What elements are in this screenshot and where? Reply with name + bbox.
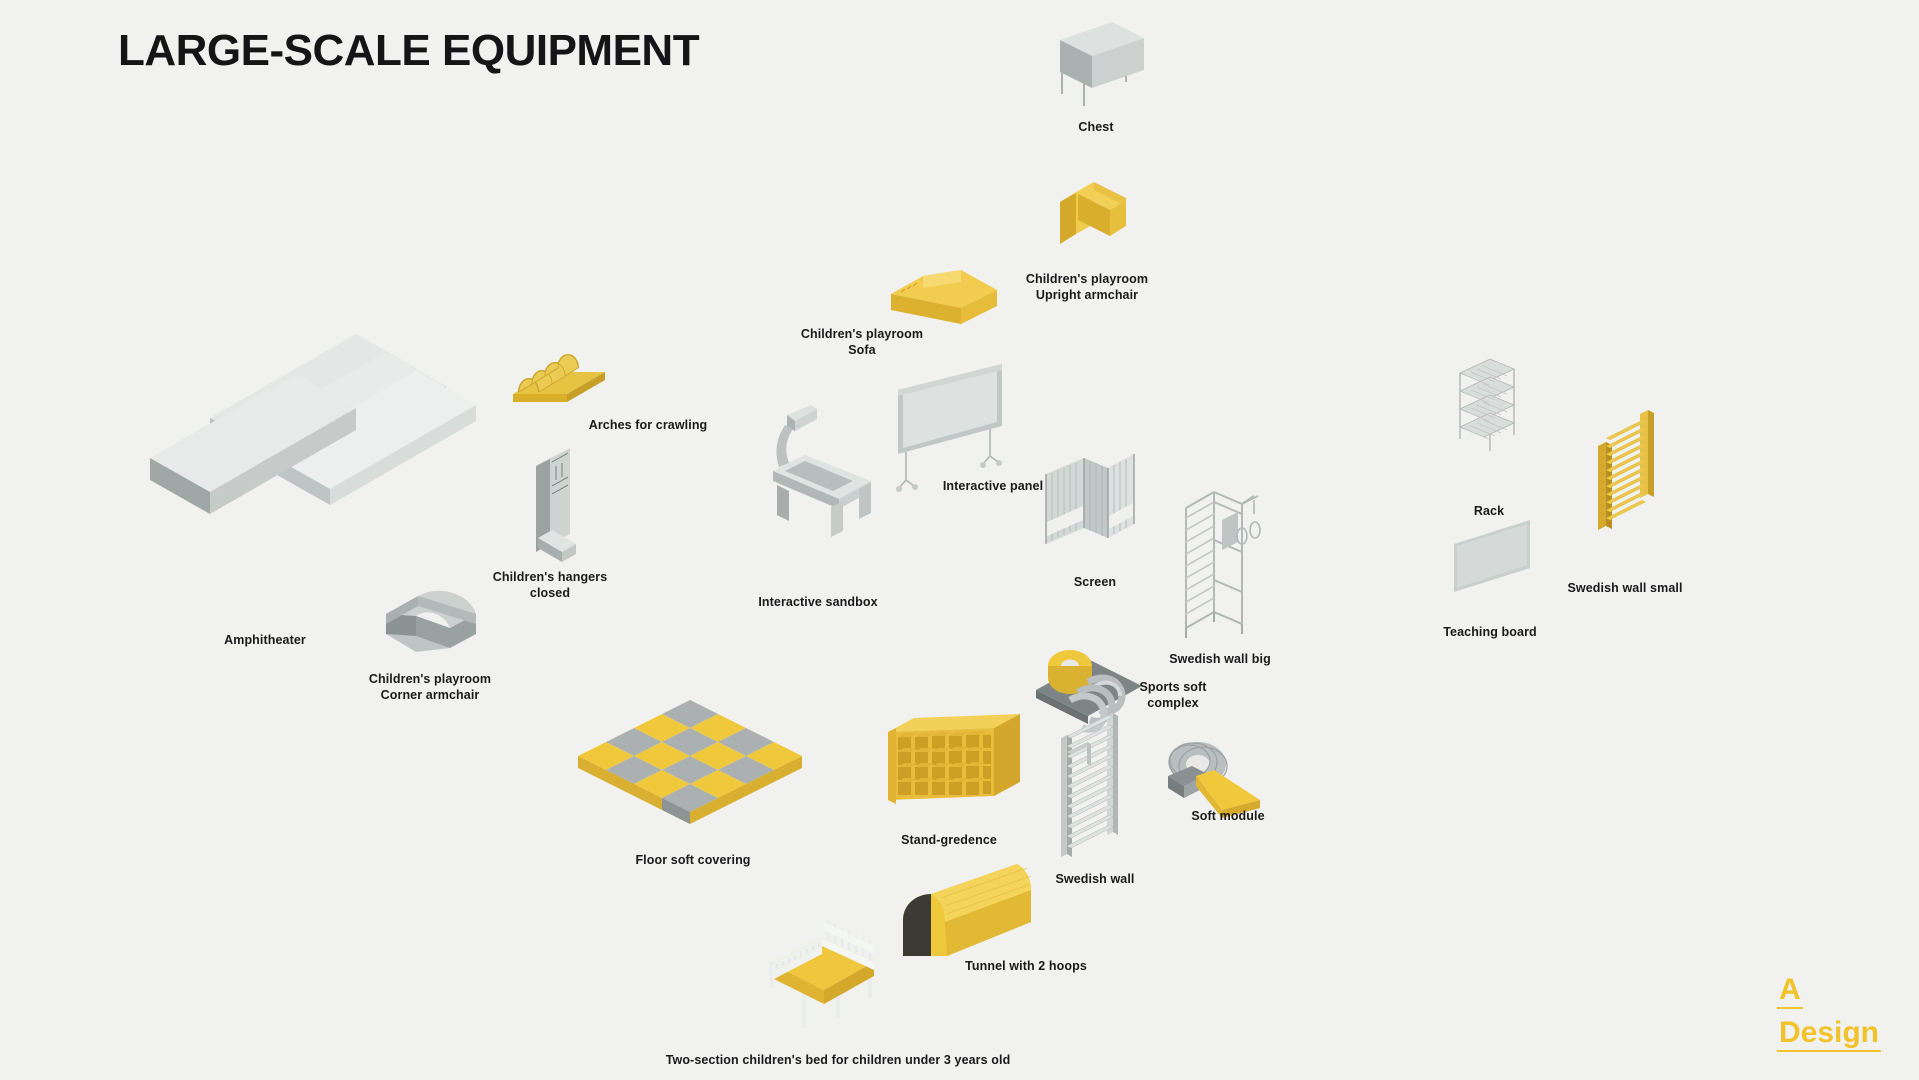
item-teaching-board[interactable] [1450, 518, 1540, 598]
caption-childrens-bed: Two-section children's bed for children … [665, 1053, 1011, 1067]
caption-swedish-wall-small: Swedish wall small [1567, 581, 1683, 595]
caption-arches: Arches for crawling [588, 418, 708, 432]
item-rack[interactable] [1452, 355, 1522, 465]
item-interactive-sandbox[interactable] [755, 405, 885, 537]
item-upright-armchair[interactable] [1050, 172, 1140, 252]
caption-screen: Screen [1073, 575, 1117, 589]
item-floor-soft-covering[interactable] [578, 696, 808, 824]
caption-floor-soft-covering: Floor soft covering [635, 853, 751, 867]
logo-line-design: Design [1776, 1018, 1881, 1052]
item-swedish-wall[interactable] [1055, 713, 1135, 874]
item-arches[interactable] [505, 348, 615, 418]
item-amphitheater[interactable] [148, 300, 508, 514]
item-stand-gredence[interactable] [884, 700, 1024, 820]
caption-upright-armchair: Children's playroom Upright armchair [1025, 272, 1149, 302]
caption-hangers: Children's hangers closed [492, 570, 608, 600]
logo-line-a: A [1776, 975, 1803, 1009]
brand-logo[interactable]: A Design [1776, 975, 1881, 1052]
item-childrens-bed[interactable] [762, 920, 887, 1040]
item-corner-armchair[interactable] [378, 572, 488, 662]
item-swedish-wall-big[interactable] [1180, 470, 1270, 650]
caption-swedish-wall: Swedish wall [1055, 872, 1135, 886]
item-swedish-wall-small[interactable] [1592, 408, 1662, 538]
item-chest[interactable] [1040, 20, 1150, 110]
page-title: LARGE-SCALE EQUIPMENT [118, 26, 700, 75]
item-interactive-panel[interactable] [890, 360, 1030, 500]
item-screen[interactable] [1040, 448, 1140, 558]
caption-swedish-wall-big: Swedish wall big [1169, 652, 1271, 666]
item-sofa[interactable] [885, 262, 1015, 342]
item-hangers[interactable] [530, 448, 586, 562]
caption-stand-gredence: Stand-gredence [901, 833, 997, 847]
caption-teaching-board: Teaching board [1443, 625, 1537, 639]
item-soft-module[interactable] [1160, 728, 1270, 828]
caption-corner-armchair: Children's playroom Corner armchair [368, 672, 492, 702]
caption-chest: Chest [1078, 120, 1114, 134]
caption-amphitheater: Amphitheater [224, 633, 306, 647]
item-tunnel[interactable] [885, 860, 1035, 970]
caption-interactive-sandbox: Interactive sandbox [758, 595, 878, 609]
